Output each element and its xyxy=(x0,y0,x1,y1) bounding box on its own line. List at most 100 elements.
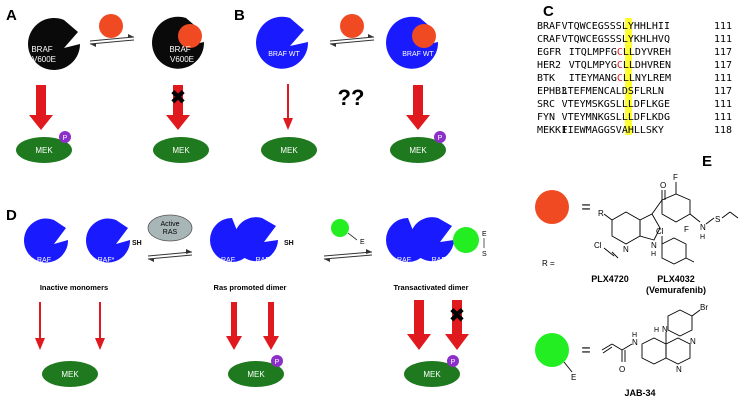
jab-carbonyl-o: O xyxy=(619,365,625,374)
seq-number: 117 xyxy=(714,47,732,58)
seq-residues: VTEYMSKGSLLLDFLKGE xyxy=(562,99,670,110)
braf-wt-kinase xyxy=(256,16,309,69)
seq-name: EPHB3 xyxy=(537,86,567,97)
plx4032-label: PLX4032 xyxy=(657,274,695,284)
phospho-d2 xyxy=(271,355,283,367)
raf-dimer-right-3 xyxy=(410,217,454,262)
phospho-d3 xyxy=(447,355,459,367)
pyrrole-h: H xyxy=(651,251,656,258)
braf-v600e-kinase xyxy=(28,17,80,71)
cl-plx4720: Cl xyxy=(594,241,602,250)
seq-name: BTK xyxy=(537,73,555,84)
f-bottom: F xyxy=(684,225,689,234)
seq-name: SRC xyxy=(537,99,555,110)
seq-number: 117 xyxy=(714,60,732,71)
braf-v600e-label-line2: V600E xyxy=(32,55,56,64)
nh-h: H xyxy=(700,234,705,241)
braf-v600e-bound-label-line1: BRAF xyxy=(169,45,190,54)
seq-name: MEKK1 xyxy=(537,125,567,136)
equals-2: = xyxy=(581,342,590,359)
seq-name: FYN xyxy=(537,112,555,123)
sh-label-1: SH xyxy=(132,240,142,247)
mek-label-a1: MEK xyxy=(35,146,53,155)
phospho-label-d3: P xyxy=(451,359,456,366)
seq-number: 111 xyxy=(714,112,732,123)
mek-label-a2: MEK xyxy=(172,146,190,155)
seq-name: BRAF xyxy=(537,21,561,32)
raf-label-1: RAF xyxy=(37,257,51,264)
raf-label-3: RAF xyxy=(397,257,411,264)
mek-oval-b2 xyxy=(390,137,446,163)
jab34-label: JAB-34 xyxy=(624,388,655,398)
seq-name: EGFR xyxy=(537,47,562,58)
rafstar-label-1: RAF* xyxy=(98,257,115,264)
drug-circle-b xyxy=(340,14,364,38)
braf-v600e-bound-label-line2: V600E xyxy=(170,55,194,64)
raf-dimer-right-2 xyxy=(234,217,278,262)
mek-oval-d2 xyxy=(228,361,284,387)
panel-letter-a: A xyxy=(6,7,17,24)
seq-number: 117 xyxy=(714,86,732,97)
mek-oval-d3 xyxy=(404,361,460,387)
phospho-label-b2: P xyxy=(438,135,443,142)
seq-residues: ITQLMPFGCLLDYVREH xyxy=(569,47,671,58)
question-marks: ?? xyxy=(338,85,365,110)
mek-oval-a2 xyxy=(153,137,209,163)
chlorophenyl-structure xyxy=(661,236,695,265)
jab-aniline-h: H xyxy=(654,327,659,334)
seq-number: 111 xyxy=(714,34,732,45)
panel-letter-e: E xyxy=(702,153,712,170)
seq-name: HER2 xyxy=(537,60,561,71)
mek-label-b2: MEK xyxy=(409,146,427,155)
seq-name: CRAF xyxy=(537,34,561,45)
nh-n: N xyxy=(700,223,706,232)
seq-number: 118 xyxy=(714,125,732,136)
jab-ring-n2: N xyxy=(676,365,682,374)
cl-plx4032: Cl xyxy=(656,227,664,236)
arrow-a-blocked xyxy=(173,85,183,117)
drug-circle-e xyxy=(535,190,569,224)
seq-residues: VTQWCEGSSSLYKHLHVQ xyxy=(562,34,670,45)
plx-scaffold-structure xyxy=(603,182,739,245)
stage3-label: Transactivated dimer xyxy=(393,283,468,292)
rafstar-monomer xyxy=(86,218,131,263)
raf-label-2: RAF xyxy=(221,257,235,264)
bound-drug-b xyxy=(412,24,436,48)
mek-oval-a1 xyxy=(16,137,72,163)
jab34-structure xyxy=(601,309,701,365)
panel-a: A BRAF V600E BRAF V600E ✖ MEK P MEK xyxy=(6,7,209,163)
braf-wt-label: BRAF WT xyxy=(268,51,300,58)
mek-label-d3: MEK xyxy=(423,370,441,379)
jab-bromine: Br xyxy=(700,303,708,312)
o-ketone: O xyxy=(660,181,666,190)
arrow-a-active xyxy=(36,85,46,117)
seq-residues: VTEYMNKGSLLLDFLKDG xyxy=(562,112,670,123)
s-label-d: S xyxy=(482,251,487,258)
jab-amide-h: H xyxy=(632,332,637,339)
active-ras xyxy=(147,214,193,242)
jab-aniline-n: N xyxy=(662,325,668,334)
plx4720-label: PLX4720 xyxy=(591,274,629,284)
e-label-d1: E xyxy=(360,239,365,246)
ras-label-line2: RAS xyxy=(163,229,178,236)
panel-letter-b: B xyxy=(234,7,245,24)
equals-1: = xyxy=(581,199,590,216)
panel-letter-c: C xyxy=(543,3,554,20)
seq-number: 111 xyxy=(714,73,732,84)
arrow-b-strong xyxy=(413,85,423,117)
r-label: R xyxy=(598,209,604,218)
seq-residues: VTQWCEGSSSLYHHLHII xyxy=(562,21,670,32)
phospho-label-d2: P xyxy=(275,359,280,366)
braf-v600e-label-line1: BRAF xyxy=(31,45,52,54)
seq-residues: FIEWMAGGSVAHLLSKY xyxy=(562,125,664,136)
stage1-label: Inactive monomers xyxy=(40,283,108,292)
panel-e: E = R O F F N H S xyxy=(535,153,739,398)
phospho-b2 xyxy=(434,131,446,143)
seq-number: 111 xyxy=(714,21,732,32)
raf-monomer xyxy=(24,218,69,263)
sh-label-2: SH xyxy=(284,240,294,247)
mek-oval-d1 xyxy=(42,361,98,387)
vemurafenib-label: (Vemurafenib) xyxy=(646,285,706,295)
